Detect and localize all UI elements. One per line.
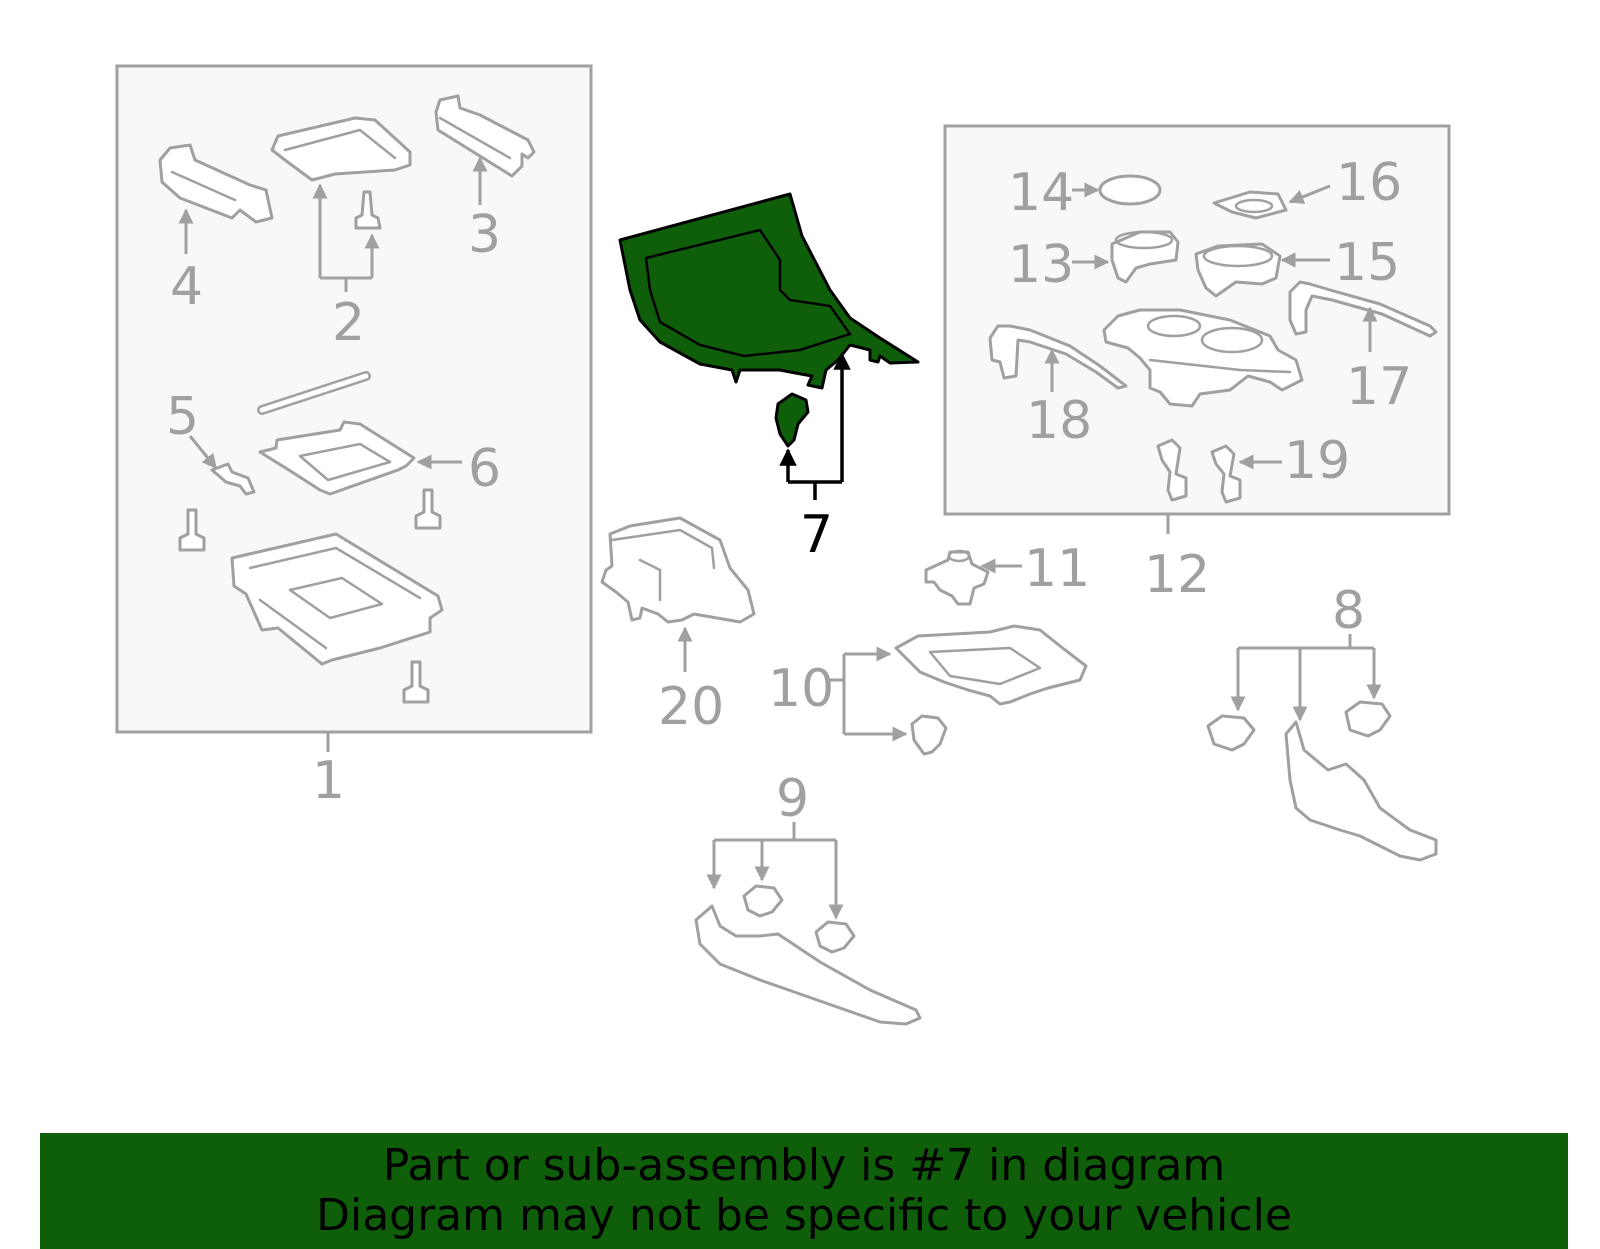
part-11-connector[interactable] <box>924 549 990 606</box>
screw-left[interactable] <box>178 508 206 552</box>
part-19-clip-right[interactable] <box>1210 444 1242 504</box>
callout-10: 10 <box>768 659 834 719</box>
assembly-box-12 <box>943 124 1451 534</box>
part-17-trim-strip[interactable] <box>1288 280 1438 338</box>
callout-7: 7 <box>800 505 833 565</box>
part-18-trim-strip[interactable] <box>988 324 1128 390</box>
callout-5: 5 <box>166 387 199 447</box>
callout-15: 15 <box>1334 233 1400 293</box>
callout-19: 19 <box>1284 431 1350 491</box>
part-13-cap[interactable] <box>1110 230 1180 284</box>
part-19-clip-left[interactable] <box>1156 438 1188 502</box>
callout-2: 2 <box>332 293 365 353</box>
callout-13: 13 <box>1008 235 1074 295</box>
screw-bottom[interactable] <box>402 660 430 704</box>
part-8-clip-right[interactable] <box>1344 700 1392 738</box>
part-15-cap[interactable] <box>1194 242 1282 298</box>
part-14-ring[interactable] <box>1098 174 1162 206</box>
part-9-trim-panel[interactable] <box>694 904 922 1026</box>
screw-right[interactable] <box>414 488 442 530</box>
callout-1: 1 <box>312 751 345 811</box>
part-4-bracket[interactable] <box>158 143 274 224</box>
callout-16: 16 <box>1336 153 1402 213</box>
callout-3: 3 <box>468 205 501 265</box>
callout-17: 17 <box>1346 357 1412 417</box>
part-10-panel[interactable] <box>894 624 1088 706</box>
footer-banner: Part or sub-assembly is #7 in diagram Di… <box>40 1133 1568 1249</box>
part-3-bracket[interactable] <box>434 94 536 178</box>
footer-line-1: Part or sub-assembly is #7 in diagram <box>382 1140 1226 1191</box>
part-20-shifter[interactable] <box>600 516 756 624</box>
part-7-highlighted-panel[interactable] <box>618 192 920 390</box>
callout-20: 20 <box>658 677 724 737</box>
assembly-box-1 <box>115 64 593 752</box>
callout-4: 4 <box>170 257 203 317</box>
part-7-clip[interactable] <box>774 392 810 448</box>
callout-18: 18 <box>1026 391 1092 451</box>
part-9-clip-right[interactable] <box>814 920 856 954</box>
part-6-tray[interactable] <box>258 420 416 496</box>
part-2-lid[interactable] <box>270 116 412 182</box>
part-5-clip[interactable] <box>210 462 256 496</box>
callout-11: 11 <box>1024 539 1090 599</box>
footer-line-2: Diagram may not be specific to your vehi… <box>316 1190 1292 1241</box>
part-9-clip-left[interactable] <box>742 884 784 918</box>
part-16-ring[interactable] <box>1212 190 1288 220</box>
part-8-trim-panel[interactable] <box>1284 720 1438 862</box>
callout-6: 6 <box>468 439 501 499</box>
part-8-clip-left[interactable] <box>1206 714 1256 752</box>
callout-8: 8 <box>1332 581 1365 641</box>
part-2-screw[interactable] <box>354 190 382 230</box>
callout-9: 9 <box>776 769 809 829</box>
console-base[interactable] <box>230 532 444 666</box>
callout-14: 14 <box>1008 163 1074 223</box>
cup-holder-body[interactable] <box>1102 308 1304 408</box>
callout-12: 12 <box>1144 545 1210 605</box>
part-10-clip[interactable] <box>910 714 948 756</box>
